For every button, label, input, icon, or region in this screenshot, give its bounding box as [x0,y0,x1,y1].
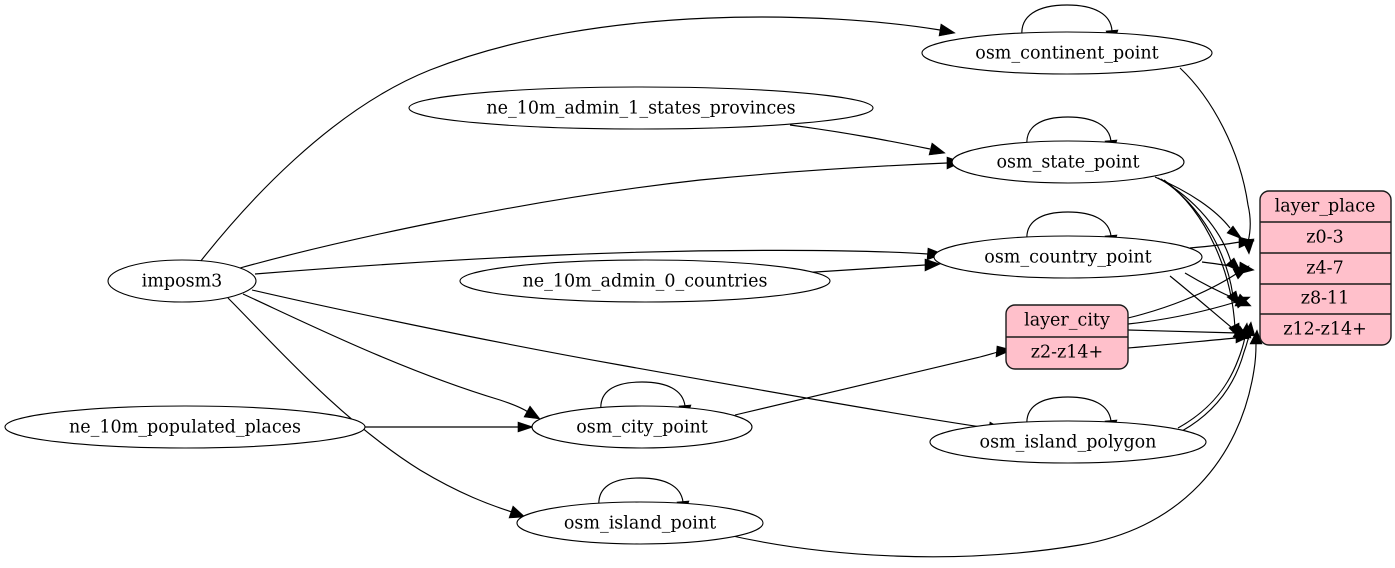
node-imposm3[interactable]: imposm3 [107,259,257,303]
edge-states_provinces-to-osm_state_point [789,124,946,156]
record-row-layer_place-z4-7[interactable]: z4-7 [1306,259,1343,279]
record-node-layer_place[interactable]: layer_place z0-3 z4-7 z8-11 z12-z14+ [1259,190,1392,346]
node-label-osm_country_point: osm_country_point [984,248,1151,268]
node-osm_continent_point[interactable]: osm_continent_point [921,31,1213,75]
edge-imposm3-to-osm_continent_point [199,16,956,263]
record-node-layer_city[interactable]: layer_city z2-z14+ [1005,304,1129,370]
node-osm_city_point[interactable]: osm_city_point [531,405,753,449]
node-label-osm_island_polygon: osm_island_polygon [980,433,1157,453]
node-label-imposm3: imposm3 [142,272,223,292]
record-title-layer_place: layer_place [1275,197,1376,217]
record-node-layer: layer_city z2-z14+ layer_place z0-3 z4-7… [1005,190,1392,370]
record-title-layer_city: layer_city [1024,311,1110,331]
node-label-osm_island_point: osm_island_point [564,514,716,534]
node-label-osm_continent_point: osm_continent_point [975,44,1158,64]
edge-osm_city_point-to-layer_city [734,345,1013,416]
node-osm_island_polygon[interactable]: osm_island_polygon [929,420,1207,464]
node-label-ne_10m_admin_1_states_provinces: ne_10m_admin_1_states_provinces [486,99,795,119]
record-row-layer_city-z2-z14[interactable]: z2-z14+ [1031,343,1103,363]
node-label-osm_city_point: osm_city_point [576,418,708,438]
edge-populated_places-to-osm_city_point [365,421,534,433]
node-osm_state_point[interactable]: osm_state_point [951,140,1185,184]
node-ne_10m_admin_1_states_provinces[interactable]: ne_10m_admin_1_states_provinces [408,86,874,130]
record-row-layer_place-z0-3[interactable]: z0-3 [1306,228,1343,248]
node-osm_country_point[interactable]: osm_country_point [933,235,1203,279]
node-ne_10m_populated_places[interactable]: ne_10m_populated_places [4,405,366,449]
node-layer: imposm3 ne_10m_admin_1_states_provinces … [4,31,1213,545]
edge-imposm3-to-osm_city_point [242,293,541,420]
node-osm_island_point[interactable]: osm_island_point [516,501,764,545]
node-label-osm_state_point: osm_state_point [996,153,1139,173]
edge-admin_0_countries-to-osm_country_point [799,258,941,274]
record-row-layer_place-z8-11[interactable]: z8-11 [1301,289,1350,309]
record-row-layer_place-z12-z14[interactable]: z12-z14+ [1283,320,1367,340]
edge-layer_city-to-layer_place [1127,265,1254,349]
edge-osm_continent_point-to-layer_place [1179,67,1255,255]
node-label-ne_10m_populated_places: ne_10m_populated_places [69,418,301,438]
node-label-ne_10m_admin_0_countries: ne_10m_admin_0_countries [523,272,768,292]
edge-imposm3-to-osm_island_point [227,297,526,519]
node-ne_10m_admin_0_countries[interactable]: ne_10m_admin_0_countries [459,259,831,303]
